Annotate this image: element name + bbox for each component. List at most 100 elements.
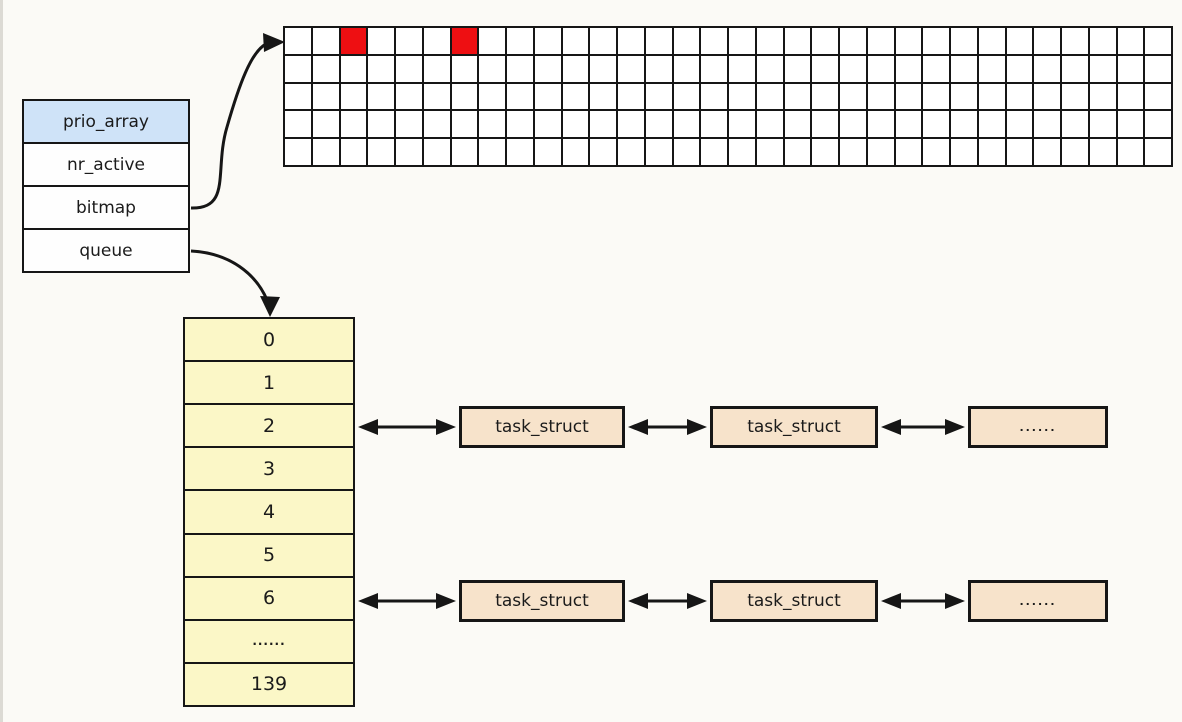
bitmap-bit [423,28,450,54]
bitmap-bit [618,139,644,165]
bitmap-bit [784,55,811,82]
bitmap-bit [312,111,339,138]
link-arrow [358,593,456,609]
bitmap-bit [340,83,367,110]
bitmap-bit [1062,55,1088,82]
queue-cell: 3 [185,446,353,489]
bitmap-bit [590,139,616,165]
task-struct-box: task_struct [710,406,878,448]
bitmap-bit [1034,28,1060,54]
link-arrow [358,419,456,435]
bitmap-bit [1062,111,1088,138]
bitmap-bit [423,139,450,165]
bitmap-bit [1062,28,1088,54]
bitmap-bit [562,139,589,165]
bitmap-bit [1089,55,1116,82]
task-struct-box: task_struct [459,580,625,622]
bitmap-bit [1145,139,1171,165]
bitmap-bit [1006,111,1033,138]
link-arrow [881,419,965,435]
bitmap-bit [562,55,589,82]
bitmap-bit [1145,28,1171,54]
bitmap-bit [1062,83,1088,110]
bitmap-bit [507,83,533,110]
bitmap-grid [283,26,1173,167]
bitmap-bit [479,83,505,110]
bitmap-bit [479,28,505,54]
bitmap-bit [312,55,339,82]
bitmap-bit [673,55,700,82]
bitmap-bit [923,28,949,54]
bitmap-bit [895,28,922,54]
bitmap-bit [368,55,394,82]
bitmap-bit [784,139,811,165]
task-struct-box: task_struct [459,406,625,448]
bitmap-bit [951,55,977,82]
bitmap-bit [701,111,727,138]
bitmap-bit [285,83,311,110]
struct-title: prio_array [24,101,188,142]
bitmap-bit [1034,83,1060,110]
bitmap-bit [673,139,700,165]
bitmap-bit [368,139,394,165]
bitmap-bit [951,83,977,110]
link-arrow [881,593,965,609]
bitmap-bit [701,139,727,165]
bitmap-bit [978,55,1005,82]
bitmap-bit [729,111,755,138]
bitmap-bit [451,111,478,138]
bitmap-bit [590,28,616,54]
bitmap-bit [840,111,866,138]
bitmap-bit [645,28,672,54]
bitmap-bit [1089,111,1116,138]
queue-cell: 5 [185,532,353,576]
bitmap-bit [1034,111,1060,138]
bitmap-bit [729,139,755,165]
bitmap-bit [1145,83,1171,110]
bitmap-bit-set [451,28,478,54]
bitmap-bit [534,55,561,82]
bitmap-bit [978,139,1005,165]
bitmap-bit [701,28,727,54]
task-struct-box: task_struct [710,580,878,622]
bitmap-bit [895,139,922,165]
bitmap-bit [645,55,672,82]
bitmap-bit [812,83,838,110]
bitmap-bit [756,28,783,54]
bitmap-bit [590,55,616,82]
bitmap-bit [923,139,949,165]
bitmap-bit [534,139,561,165]
bitmap-bit [867,28,894,54]
bitmap-bit [368,28,394,54]
bitmap-bit [1034,55,1060,82]
queue-cell: 0 [262,328,276,351]
bitmap-bit [729,83,755,110]
queue-cell: ...... [185,618,353,662]
bitmap-bit [784,28,811,54]
bitmap-bit [1089,139,1116,165]
bitmap-bit [867,55,894,82]
bitmap-bit [978,28,1005,54]
bitmap-bit [1034,139,1060,165]
bitmap-bit [867,111,894,138]
bitmap-bit [1006,55,1033,82]
bitmap-bit [978,111,1005,138]
bitmap-bit [895,55,922,82]
bitmap-bit [479,55,505,82]
bitmap-bit [840,139,866,165]
bitmap-bit [507,139,533,165]
bitmap-bit [1117,111,1144,138]
bitmap-bit [978,83,1005,110]
bitmap-bit [1117,83,1144,110]
bitmap-bit [923,55,949,82]
bitmap-bit [396,111,422,138]
bitmap-bit [618,111,644,138]
struct-field-nr-active: nr_active [24,142,188,185]
bitmap-bit [784,111,811,138]
bitmap-bit [479,139,505,165]
bitmap-bit [1006,83,1033,110]
bitmap-bit [673,111,700,138]
bitmap-bit [951,111,977,138]
